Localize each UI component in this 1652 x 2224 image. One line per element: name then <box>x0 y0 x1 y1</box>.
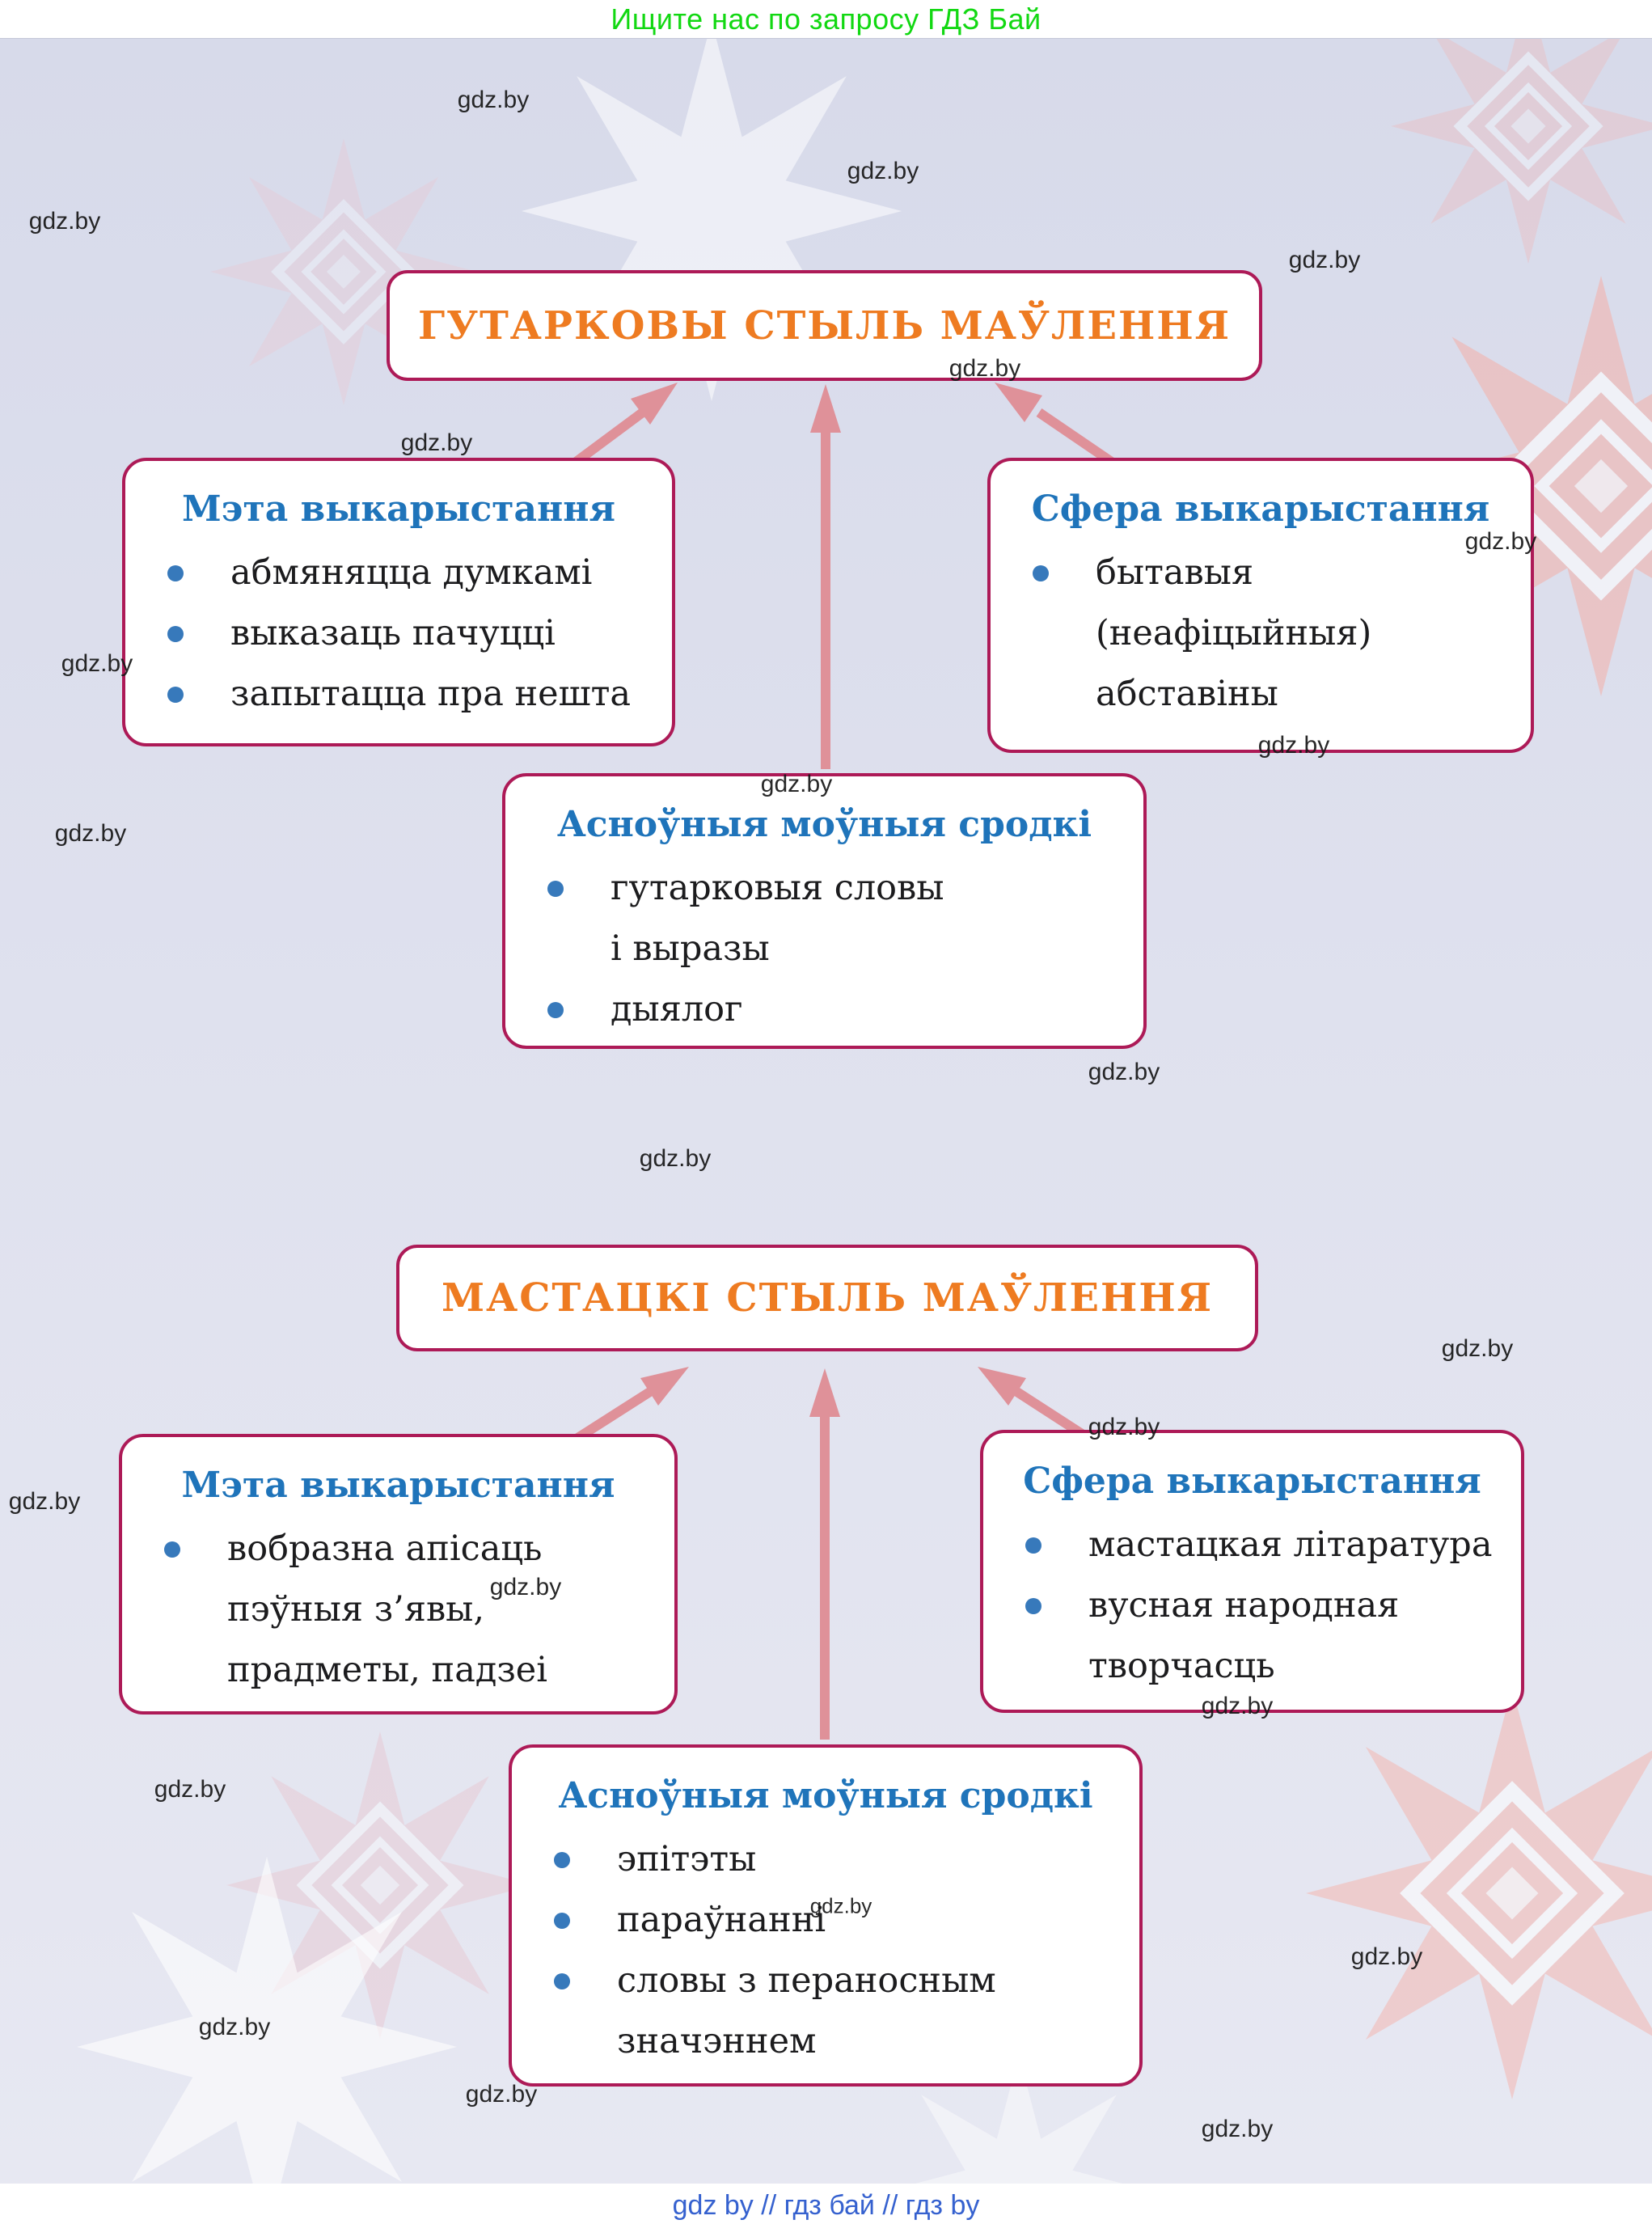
bullet-text: мастацкая літаратура <box>1088 1524 1493 1565</box>
arrow-srodki1-to-title1 <box>810 384 841 769</box>
bullet-text: выказаць пачуцці <box>230 613 556 653</box>
gdz-watermark: gdz.by <box>1201 2116 1274 2142</box>
gdz-watermark: gdz.by <box>1464 528 1537 555</box>
bullet-item: дыялог <box>538 979 1127 1040</box>
box-heading: Сфера выкарыстання <box>1023 1461 1481 1502</box>
box-purpose-conversational: Мэта выкарыстання абмяняцца думкамі выказ… <box>122 458 675 746</box>
gdz-watermark: gdz.by <box>639 1145 712 1172</box>
title-text: МАСТАЦКІ СТЫЛЬ МАЎЛЕННЯ <box>441 1275 1214 1321</box>
box-heading: Мэта выкарыстання <box>182 488 615 530</box>
gdz-watermark: gdz.by <box>489 1574 562 1600</box>
bullet-text: абмяняцца думкамі <box>230 552 593 593</box>
bullet-text: параўнанні <box>617 1900 826 1940</box>
bullet-dot <box>167 687 184 703</box>
bullet-item: эпітэты <box>544 1829 1123 1890</box>
ornament-star-icon <box>1391 38 1652 264</box>
bullet-dot <box>547 881 564 897</box>
box-sphere-artistic: Сфера выкарыстання мастацкая літаратура в… <box>980 1430 1524 1713</box>
gdz-watermark: gdz.by <box>1088 1414 1160 1440</box>
gdz-watermark: gdz.by <box>154 1776 226 1803</box>
gdz-watermark: gdz.by <box>1201 1693 1274 1719</box>
gdz-watermark: gdz.by <box>1288 247 1361 273</box>
bullet-item: выказаць пачуцці <box>158 603 656 664</box>
gdz-watermark: gdz.by <box>760 771 833 797</box>
bullet-text: эпітэты <box>617 1839 757 1879</box>
bullet-list: абмяняцца думкамі выказаць пачуцці запытац… <box>142 543 656 725</box>
bullet-item: абмяняцца думкамі <box>158 543 656 603</box>
title-text: ГУТАРКОВЫ СТЫЛЬ МАЎЛЕННЯ <box>417 302 1232 349</box>
box-heading: Сфера выкарыстання <box>1031 488 1490 530</box>
bullet-dot <box>1033 565 1049 581</box>
ornament-star-icon <box>226 1731 534 2039</box>
gdz-watermark: gdz.by <box>465 2081 538 2108</box>
diagram-area: ГУТАРКОВЫ СТЫЛЬ МАЎЛЕННЯ Мэта выкарыстан… <box>0 38 1652 2184</box>
gdz-watermark: gdz.by <box>1441 1335 1514 1362</box>
bullet-dot <box>554 1852 570 1868</box>
bullet-dot <box>167 626 184 642</box>
bullet-item: запытацца пра нешта <box>158 664 656 725</box>
bullet-text: дыялог <box>611 989 743 1030</box>
gdz-watermark: gdz.by <box>1257 732 1330 759</box>
gdz-watermark: gdz.by <box>457 87 530 113</box>
box-heading: Мэта выкарыстання <box>181 1465 615 1506</box>
title-box-conversational-style: ГУТАРКОВЫ СТЫЛЬ МАЎЛЕННЯ <box>387 270 1262 381</box>
bullet-text: бытавыя(неафіцыйныя)абставіны <box>1096 552 1372 714</box>
bullet-dot <box>1025 1537 1041 1554</box>
gdz-watermark: gdz.by <box>809 1893 872 1918</box>
gdz-watermark: gdz.by <box>847 158 919 184</box>
ornament-star-icon <box>1306 1687 1652 2099</box>
bullet-list: бытавыя(неафіцыйныя)абставіны <box>1007 543 1515 725</box>
bullet-dot <box>554 1913 570 1929</box>
gdz-watermark: gdz.by <box>8 1488 81 1515</box>
gdz-watermark: gdz.by <box>1088 1059 1160 1085</box>
bullet-item: мастацкая літаратура <box>1016 1515 1505 1575</box>
arrow-meta2-to-title2 <box>567 1367 689 1448</box>
bullet-dot <box>547 1002 564 1018</box>
bullet-item: параўнанні <box>544 1890 1123 1951</box>
bullet-dot <box>1025 1598 1041 1614</box>
gdz-watermark: gdz.by <box>949 355 1021 382</box>
bullet-item: бытавыя(неафіцыйныя)абставіны <box>1023 543 1515 725</box>
gdz-watermark: gdz.by <box>400 429 473 456</box>
gdz-watermark: gdz.by <box>61 650 133 677</box>
gdz-watermark: gdz.by <box>54 820 127 847</box>
gdz-watermark: gdz.by <box>198 2014 271 2040</box>
title-box-artistic-style: МАСТАЦКІ СТЫЛЬ МАЎЛЕННЯ <box>396 1245 1258 1351</box>
footer-banner: gdz by // гдз бай // гдз by <box>0 2184 1652 2224</box>
box-heading: Асноўныя моўныя сродкі <box>556 804 1092 845</box>
bullet-dot <box>164 1541 180 1558</box>
top-banner-text: Ищите нас по запросу ГДЗ Бай <box>611 2 1041 36</box>
arrow-srodki2-to-title2 <box>809 1368 840 1740</box>
top-banner: Ищите нас по запросу ГДЗ Бай <box>0 0 1652 38</box>
bullet-text: запытацца пра нешта <box>230 674 632 714</box>
gdz-watermark: gdz.by <box>1350 1943 1423 1970</box>
gdz-watermark: gdz.by <box>28 208 101 235</box>
box-sphere-conversational: Сфера выкарыстання бытавыя(неафіцыйныя)а… <box>987 458 1534 753</box>
bullet-dot <box>167 565 184 581</box>
box-heading: Асноўныя моўныя сродкі <box>558 1775 1093 1816</box>
bullet-dot <box>554 1973 570 1989</box>
box-language-means-artistic: Асноўныя моўныя сродкі эпітэты параўнанні… <box>509 1744 1143 2087</box>
footer-text: gdz by // гдз бай // гдз by <box>672 2190 980 2221</box>
